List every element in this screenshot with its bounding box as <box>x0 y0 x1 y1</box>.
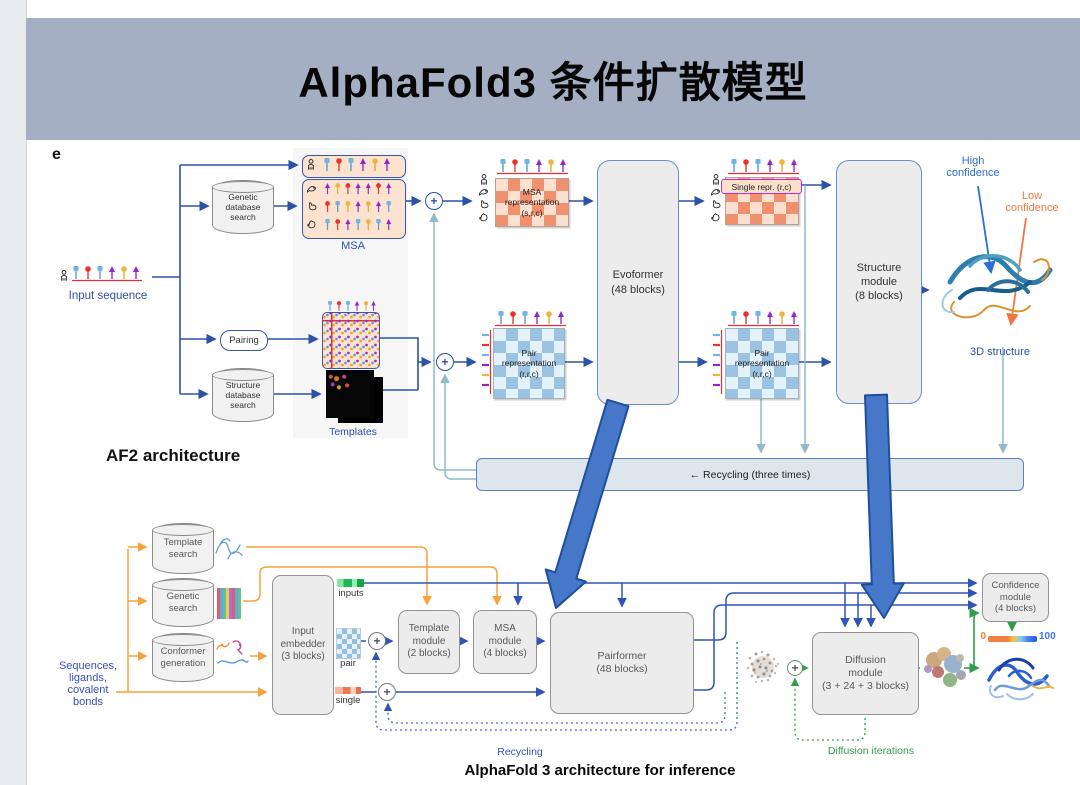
pairformer-box: Pairformer (48 blocks) <box>550 612 694 714</box>
msa-representation-box: MSA representation (s,r,c) <box>495 178 569 227</box>
single-repr-label: Single repr. (r,c) <box>721 179 802 194</box>
msa-mosaic-icon <box>217 588 241 619</box>
msa-rep-lollipops-icon <box>497 159 568 175</box>
pairing-node: Pairing <box>220 330 268 351</box>
pair-swatch <box>336 628 361 659</box>
big-arrow-structure-to-diffusion-module <box>860 393 905 619</box>
low-confidence-arrow <box>1006 217 1027 327</box>
big-arrow-evoformer-to-msa-module <box>544 398 630 609</box>
diffusion-iterations-label: Diffusion iterations <box>827 745 915 757</box>
pair-representation-box: Pair representation (r,r,c) <box>493 328 565 399</box>
inputs-label: inputs <box>338 588 364 599</box>
intermediate-structure-icon <box>924 647 966 687</box>
title-bar: AlphaFold3 条件扩散模型 <box>26 18 1080 140</box>
genetic-search-db: Genetic search <box>152 578 214 627</box>
colorbar-min-label: 0 <box>980 631 986 642</box>
recycling-bar: ← Recycling (three times) <box>476 458 1024 491</box>
msa-module-box: MSA module (4 blocks) <box>473 610 537 674</box>
pair-grid-icon <box>322 312 380 369</box>
colorbar-max-label: 100 <box>1039 631 1056 642</box>
confidence-colorbar <box>988 636 1037 642</box>
confidence-module-box: Confidence module (4 blocks) <box>982 573 1049 622</box>
protein-3d-icon <box>941 254 1053 319</box>
msa-add-node: + <box>425 192 443 210</box>
input-sequence-icon <box>61 265 142 282</box>
panel-label: e <box>52 146 61 163</box>
left-margin-strip <box>0 0 27 785</box>
noise-cloud-icon <box>746 650 780 684</box>
af3-caption: AlphaFold 3 architecture for inference <box>464 762 736 779</box>
conformer-generation-db: Conformer generation <box>152 633 214 682</box>
single-swatch <box>335 687 361 694</box>
template-module-box: Template module (2 blocks) <box>398 610 460 674</box>
recycling-label: Recycling <box>497 746 543 758</box>
single-add-node: + <box>378 683 396 701</box>
sequences-ligands-label: Sequences, ligands, covalent bonds <box>58 660 118 708</box>
diffusion-iterations-loop <box>790 677 866 741</box>
templates-icon <box>326 370 374 418</box>
genetic-database-search-db: Genetic database search <box>212 180 274 234</box>
templates-label: Templates <box>329 426 377 438</box>
single-rep-lollipops-icon <box>728 159 799 175</box>
template-structures-icon <box>215 538 243 560</box>
pair-label: pair <box>340 658 356 669</box>
inputs-swatch <box>337 579 364 587</box>
conformer-molecules-icon <box>216 640 249 664</box>
input-sequence-label: Input sequence <box>68 290 148 302</box>
single-label: single <box>335 695 361 706</box>
final-structure-icon <box>987 657 1054 701</box>
pair-rep-out-lollipops-icon <box>728 311 799 327</box>
pair-side-ticks-icon <box>713 330 723 394</box>
low-confidence-label: Low confidence <box>1005 190 1059 214</box>
structure-database-search-db: Structure database search <box>212 368 274 422</box>
pair-rep-lollipops-icon <box>495 311 566 327</box>
high-confidence-label: High confidence <box>946 155 1000 179</box>
af2-architecture-label: AF2 architecture <box>106 446 241 465</box>
diffusion-module-box: Diffusion module (3 + 24 + 3 blocks) <box>812 632 919 715</box>
msa-label: MSA <box>341 240 365 252</box>
evoformer-box: Evoformer (48 blocks) <box>597 160 679 405</box>
input-embedder-box: Input embedder (3 blocks) <box>272 575 334 715</box>
pair-representation-out-box: Pair representation (r,r,c) <box>725 328 799 399</box>
pair-add-node: + <box>436 353 454 371</box>
pair-side-ticks-icon <box>482 330 492 394</box>
page-title: AlphaFold3 条件扩散模型 <box>298 58 808 106</box>
structure-module-box: Structure module (8 blocks) <box>836 160 922 404</box>
msa-query-row <box>302 155 406 178</box>
template-search-db: Template search <box>152 523 214 574</box>
msa-alignment-box <box>302 179 406 239</box>
structure-3d-label: 3D structure <box>970 346 1030 358</box>
